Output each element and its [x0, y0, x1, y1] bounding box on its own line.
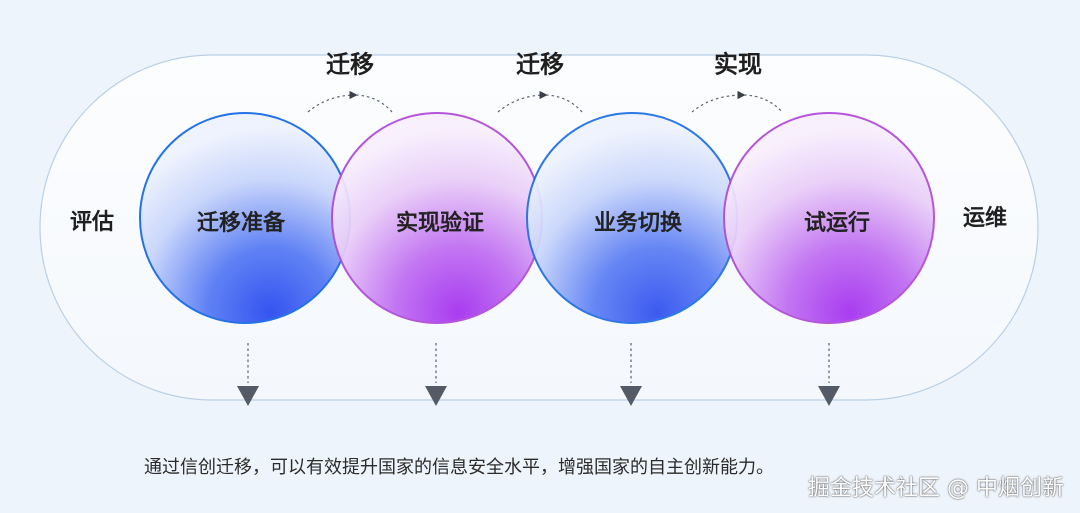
- stage-label-3: 业务切换: [593, 211, 683, 236]
- down-arrow-head-4: [818, 386, 840, 406]
- transition-arrows: [307, 90, 783, 113]
- stage-label-2: 实现验证: [395, 211, 485, 236]
- stage-circles: [139, 112, 935, 324]
- transition-label-2: 迁移: [516, 50, 564, 79]
- transition-arrow-3: [691, 90, 746, 113]
- watermark-text: 掘金技术社区 @ 中烟创新: [808, 476, 1064, 501]
- transition-arrow-3-tail: [743, 94, 783, 113]
- down-arrow-head-2: [425, 386, 447, 406]
- side-label-right: 运维: [962, 206, 1008, 231]
- down-arrow-head-3: [620, 386, 642, 406]
- stage-label-4: 试运行: [803, 211, 871, 236]
- down-arrow-head-1: [237, 386, 259, 406]
- transition-label-1: 迁移: [326, 50, 374, 79]
- transition-label-3: 实现: [714, 50, 762, 79]
- stage-label-1: 迁移准备: [196, 211, 286, 236]
- side-label-left: 评估: [69, 210, 115, 235]
- caption-text: 通过信创迁移，可以有效提升国家的信息安全水平，增强国家的自主创新能力。: [144, 457, 774, 478]
- down-arrows: [237, 343, 840, 406]
- stage-circle-4: [723, 112, 935, 324]
